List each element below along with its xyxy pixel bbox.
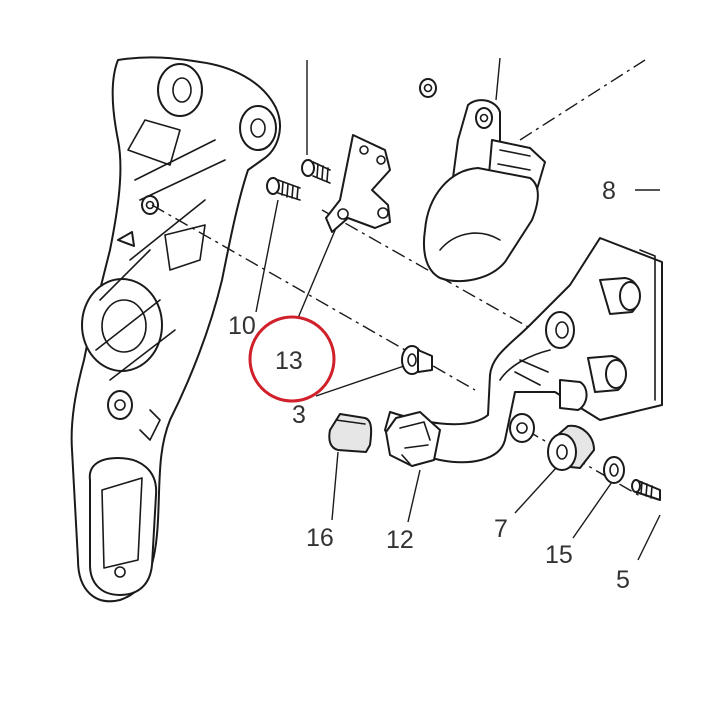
leader-lines bbox=[255, 57, 661, 561]
bolt-5 bbox=[631, 479, 661, 501]
callout-8: 8 bbox=[602, 177, 616, 205]
callout-15: 15 bbox=[545, 541, 573, 569]
callout-labels: 8 10 13 3 16 12 7 15 5 bbox=[228, 177, 630, 594]
callout-12: 12 bbox=[386, 526, 414, 554]
pedal-bracket-arm bbox=[70, 56, 281, 603]
callout-16: 16 bbox=[306, 524, 334, 552]
pedal-lever-body bbox=[384, 237, 663, 464]
spacer-7 bbox=[547, 424, 595, 471]
highlight-ring bbox=[248, 315, 336, 403]
screw-10 bbox=[266, 177, 301, 201]
callout-3: 3 bbox=[292, 401, 306, 429]
callout-13: 13 bbox=[275, 347, 303, 375]
callout-7: 7 bbox=[494, 515, 508, 543]
clip-12 bbox=[385, 411, 441, 467]
callout-5: 5 bbox=[616, 566, 630, 594]
sensor-housing-8 bbox=[419, 78, 546, 282]
screw-top bbox=[301, 159, 331, 184]
pad-16 bbox=[328, 413, 373, 453]
bracket-plate-13 bbox=[325, 134, 391, 233]
callout-10: 10 bbox=[228, 312, 256, 340]
bushing-3 bbox=[401, 345, 433, 375]
washer-15 bbox=[603, 456, 625, 484]
